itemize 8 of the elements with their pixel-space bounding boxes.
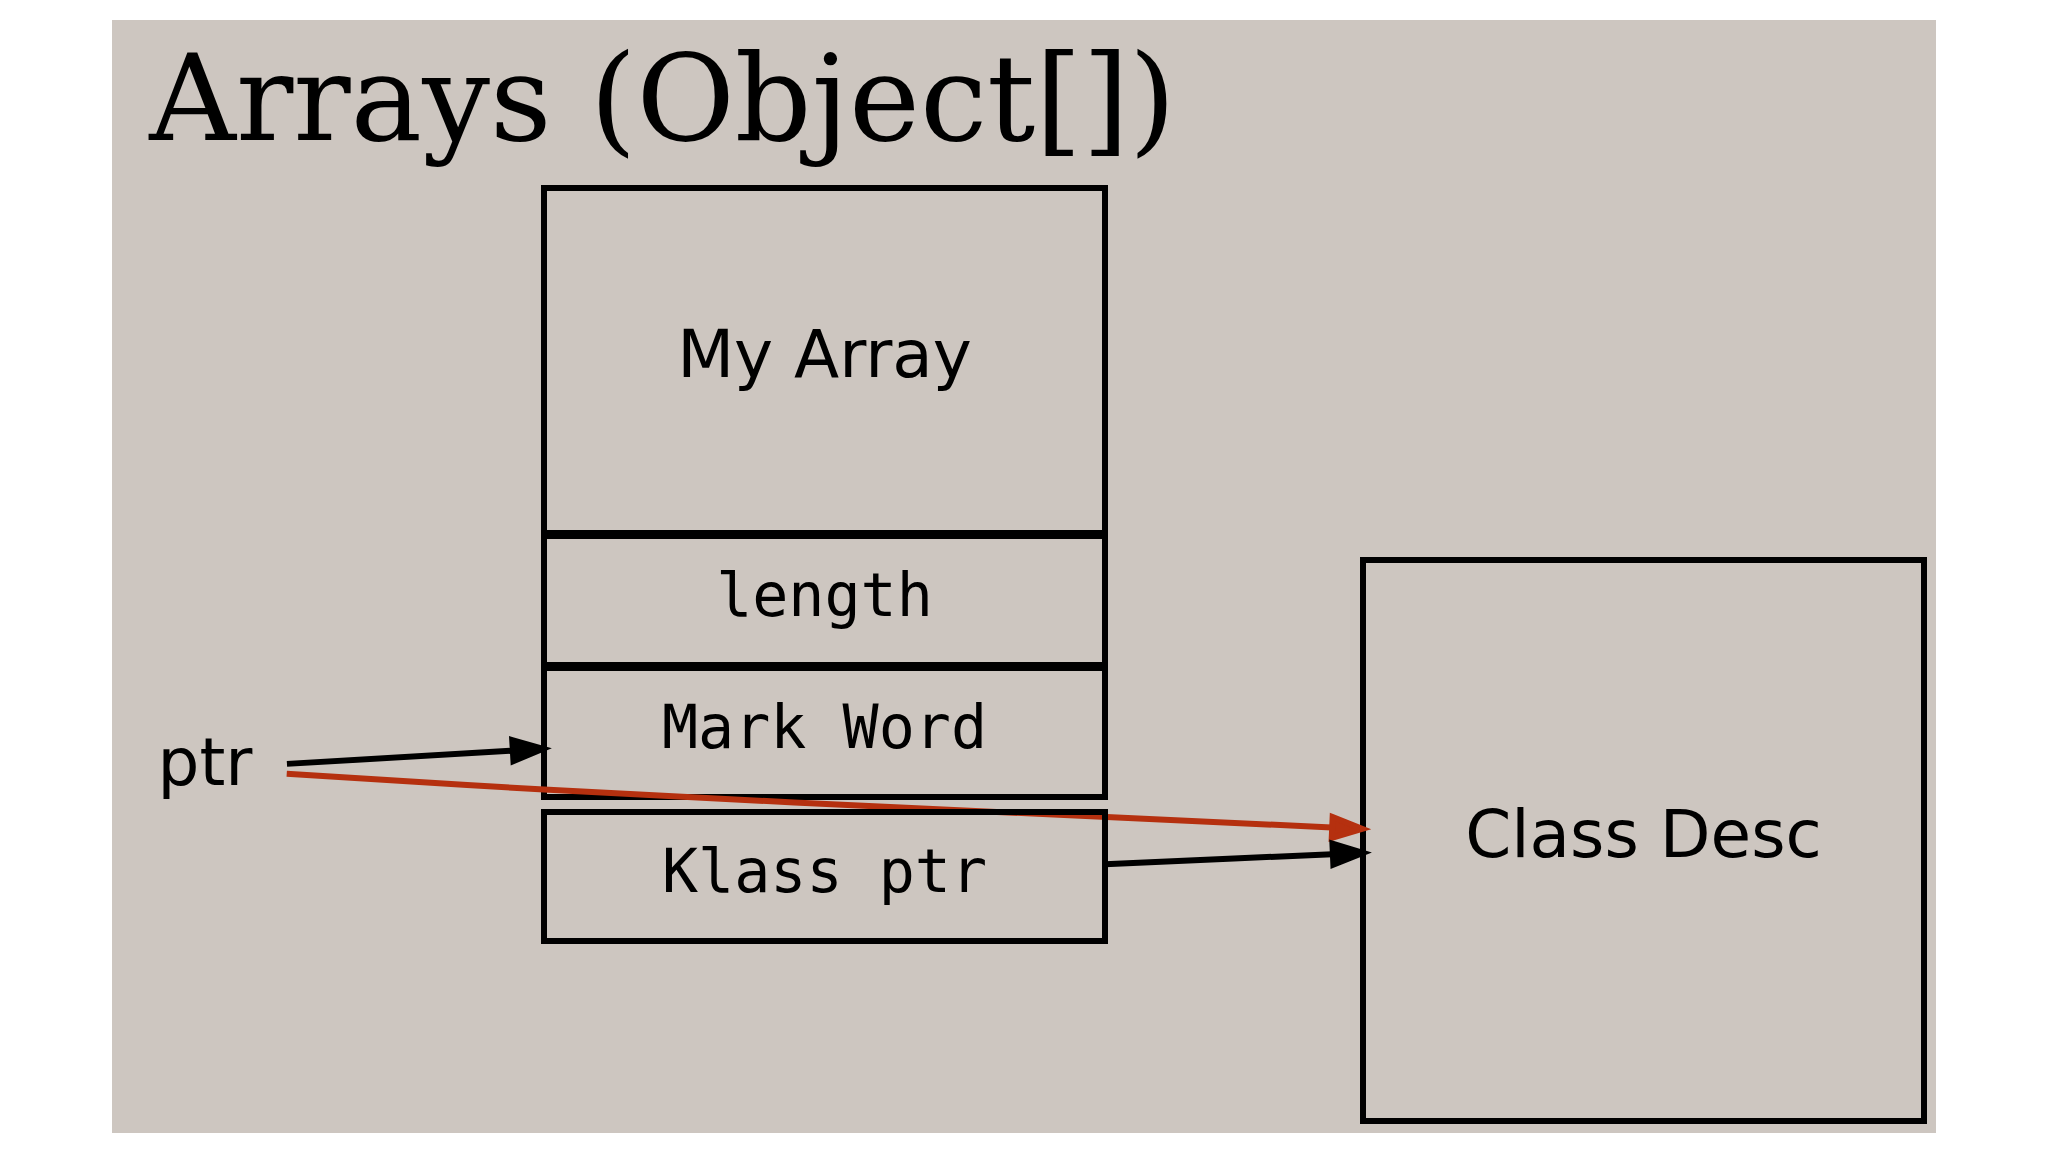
node-text: ptr — [157, 723, 253, 801]
arrow — [286, 735, 552, 767]
node-box: My Array — [541, 184, 1108, 536]
arrow — [286, 770, 1372, 842]
diagram-title: Arrays (Object[]) — [149, 28, 1176, 168]
node-box: Class Desc — [1360, 556, 1927, 1124]
node-box: Klass ptr — [541, 808, 1108, 944]
arrow — [1104, 839, 1372, 869]
